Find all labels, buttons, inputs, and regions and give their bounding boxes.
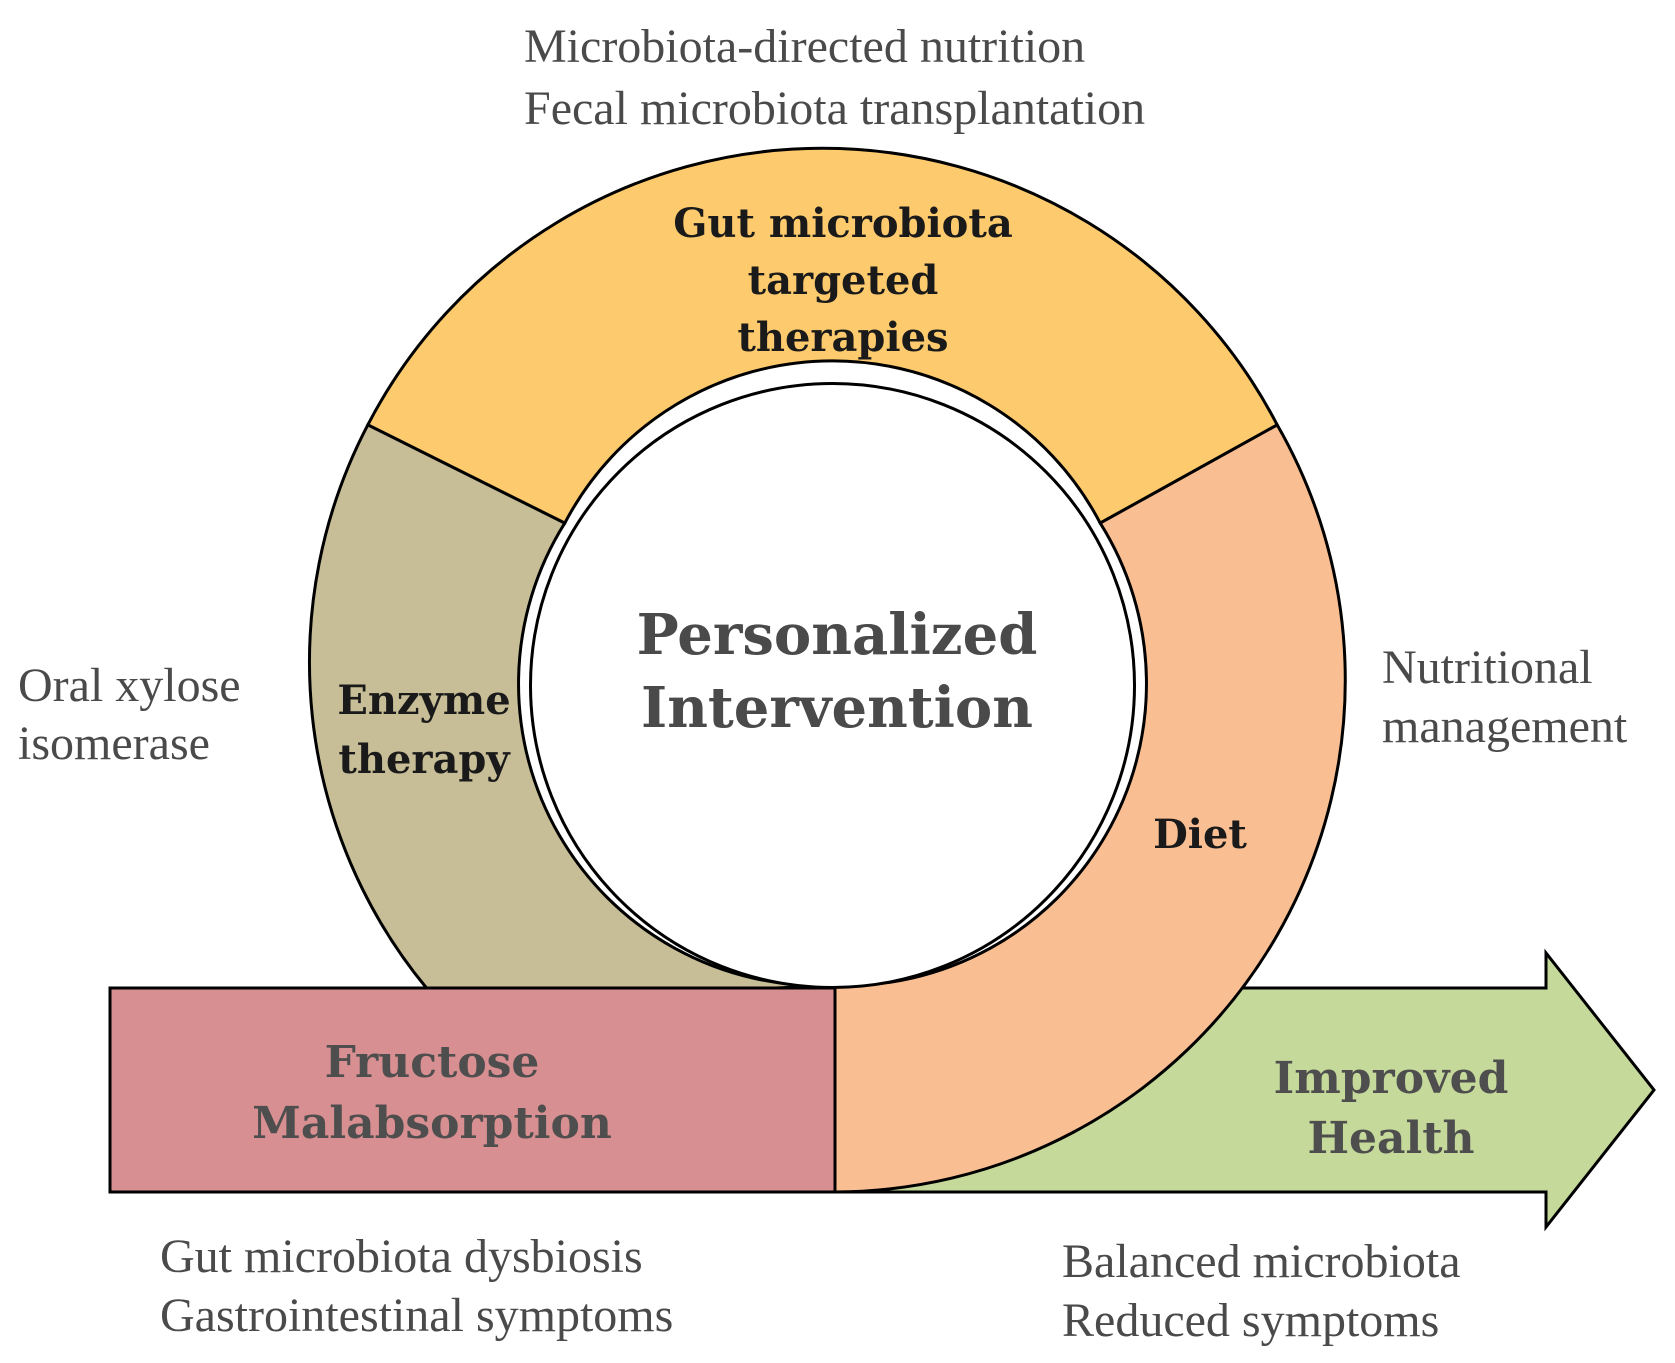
fructose-label-line2: Malabsorption xyxy=(252,1098,612,1149)
fructose-malabsorption-box xyxy=(108,986,837,1194)
diet-segment-label: Diet xyxy=(1153,811,1247,858)
center-label-line1: Personalized xyxy=(637,602,1038,668)
note-oral-xylose: Oral xylose xyxy=(18,659,241,712)
gut-segment-label-line1: Gut microbiota xyxy=(673,200,1013,247)
fructose-label-line1: Fructose xyxy=(325,1037,540,1088)
diet-segment xyxy=(828,422,1347,1194)
note-balanced-microbiota: Balanced microbiota xyxy=(1062,1235,1461,1288)
center-label-line2: Intervention xyxy=(641,675,1033,741)
enzyme-segment-label-line2: therapy xyxy=(338,736,511,783)
enzyme-segment-label-line1: Enzyme xyxy=(337,677,510,724)
note-gastrointestinal-symptoms: Gastrointestinal symptoms xyxy=(160,1289,673,1342)
gut-microbiota-segment xyxy=(365,146,1280,526)
note-gut-microbiota-dysbiosis: Gut microbiota dysbiosis xyxy=(160,1230,643,1283)
health-label-line2: Health xyxy=(1307,1113,1474,1164)
health-label-line1: Improved xyxy=(1274,1053,1509,1104)
gut-segment-label-line3: therapies xyxy=(737,314,948,361)
note-isomerase: isomerase xyxy=(18,717,210,770)
note-management: management xyxy=(1382,700,1628,753)
note-reduced-symptoms: Reduced symptoms xyxy=(1062,1294,1439,1347)
note-microbiota-directed-nutrition: Microbiota-directed nutrition xyxy=(524,20,1085,73)
note-fecal-microbiota-transplantation: Fecal microbiota transplantation xyxy=(524,82,1145,135)
note-nutritional: Nutritional xyxy=(1382,641,1593,694)
gut-segment-label-line2: targeted xyxy=(748,257,939,304)
